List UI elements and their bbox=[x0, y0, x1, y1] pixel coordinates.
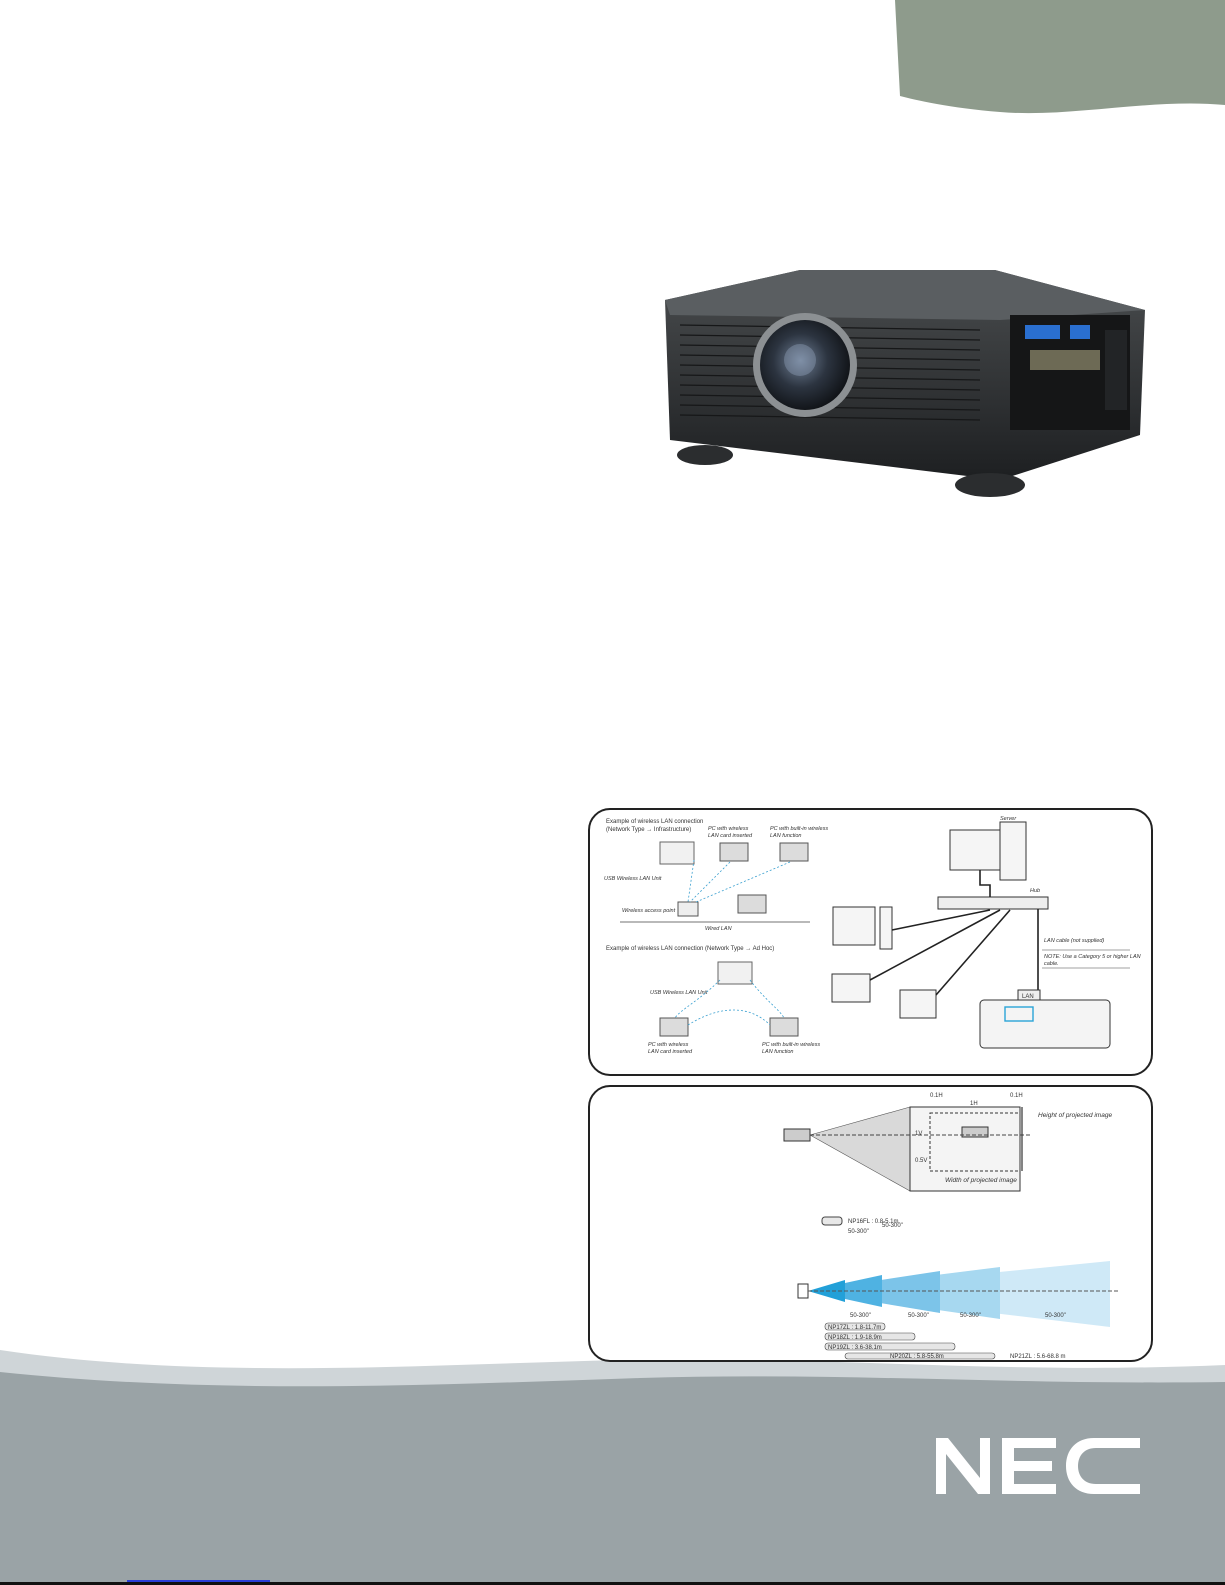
wired-laptop-2-icon bbox=[899, 989, 937, 1019]
footer-wave-background bbox=[0, 1350, 1225, 1585]
lens-np21-label: NP21ZL : 5.6-68.8 m bbox=[1010, 1354, 1065, 1360]
lens-np18-label: NP18ZL : 1.9-18.9m bbox=[828, 1335, 882, 1341]
shift-right-label: 0.1H bbox=[1010, 1093, 1023, 1099]
lens-np19-label: NP19ZL : 3.6-38.1m bbox=[828, 1345, 882, 1351]
projector-rear-icon bbox=[979, 999, 1111, 1049]
projector-image bbox=[665, 270, 1145, 497]
server-tower-icon bbox=[999, 821, 1027, 881]
hub-label: Hub bbox=[1030, 888, 1040, 894]
width-label: Width of projected image bbox=[945, 1177, 1017, 1184]
adhoc-laptop-card-icon bbox=[659, 1017, 689, 1037]
footer-rule bbox=[0, 1582, 1225, 1585]
shift-center-label: 1H bbox=[970, 1101, 978, 1107]
shift-left-label: 0.1H bbox=[930, 1093, 943, 1099]
pc-card-label-2: LAN card inserted bbox=[708, 833, 753, 839]
size-d-label: 50-300" bbox=[908, 1313, 929, 1319]
adhoc-pc-card-1: PC with wireless bbox=[648, 1042, 689, 1048]
lens-np16-label: NP16FL : 0.8-5.1m bbox=[848, 1219, 898, 1225]
note-line-2: cable. bbox=[1044, 961, 1059, 967]
wired-lan-label: Wired LAN bbox=[705, 926, 732, 932]
header-tab-shape bbox=[895, 0, 1225, 114]
laptop-wired-icon bbox=[737, 894, 767, 914]
server-monitor-icon bbox=[949, 829, 1001, 871]
size-c-label: 50-300" bbox=[850, 1313, 871, 1319]
infra-subtitle: (Network Type → Infrastructure) bbox=[606, 827, 691, 833]
wired-laptop-1-icon bbox=[831, 973, 871, 1003]
adhoc-pc-builtin-2: LAN function bbox=[762, 1049, 794, 1055]
hub-icon bbox=[937, 896, 1049, 910]
desktop-monitor-icon bbox=[832, 906, 876, 946]
lens-np20-label: NP20ZL : 5.8-55.8m bbox=[890, 1354, 944, 1360]
infra-title: Example of wireless LAN connection bbox=[606, 819, 703, 825]
adhoc-pc-builtin-1: PC with built-in wireless bbox=[762, 1042, 820, 1048]
usb-wireless-projector-icon bbox=[659, 841, 695, 865]
size-e-label: 50-300" bbox=[960, 1313, 981, 1319]
laptop-card-icon bbox=[719, 842, 749, 862]
size-a-label: 50-300" bbox=[848, 1229, 869, 1235]
lens-shift-throw-diagram-panel: 0.1H 1H 0.1H Height of projected image W… bbox=[588, 1085, 1153, 1362]
pc-card-label-1: PC with wireless bbox=[708, 826, 749, 832]
note-line-1: NOTE: Use a Category 5 or higher LAN bbox=[1044, 954, 1141, 960]
adhoc-projector-icon bbox=[717, 961, 753, 985]
lens-np17-label: NP17ZL : 1.8-11.7m bbox=[828, 1325, 881, 1331]
size-f-label: 50-300" bbox=[1045, 1313, 1066, 1319]
size-b-label: 50-300" bbox=[882, 1223, 903, 1229]
access-point-label: Wireless access point bbox=[622, 908, 676, 914]
projector-top-icon bbox=[797, 1283, 809, 1299]
lan-connection-diagram-panel: Example of wireless LAN connection (Netw… bbox=[588, 808, 1153, 1076]
usb-unit-label: USB Wireless LAN Unit bbox=[604, 876, 662, 882]
adhoc-laptop-builtin-icon bbox=[769, 1017, 799, 1037]
adhoc-title: Example of wireless LAN connection (Netw… bbox=[606, 946, 774, 952]
v05-label: 0.5V bbox=[915, 1158, 927, 1164]
access-point-icon bbox=[677, 901, 699, 917]
pc-builtin-label-1: PC with built-in wireless bbox=[770, 826, 828, 832]
lan-connection-diagram: Example of wireless LAN connection (Netw… bbox=[604, 816, 1141, 1055]
nec-logo bbox=[936, 1438, 1140, 1494]
pc-builtin-label-2: LAN function bbox=[770, 833, 802, 839]
lan-port-label: LAN bbox=[1022, 994, 1034, 1000]
height-label: Height of projected image bbox=[1038, 1112, 1112, 1119]
lens-shift-throw-diagram: 0.1H 1H 0.1H Height of projected image W… bbox=[783, 1093, 1120, 1360]
v1-label: 1V bbox=[915, 1131, 922, 1137]
adhoc-usb-label: USB Wireless LAN Unit bbox=[650, 990, 708, 996]
laptop-builtin-icon bbox=[779, 842, 809, 862]
np16-lens-icon bbox=[821, 1216, 843, 1226]
footer-link-underline[interactable] bbox=[127, 1580, 270, 1582]
projector-side-icon bbox=[783, 1128, 811, 1142]
lan-cable-label: LAN cable (not supplied) bbox=[1044, 938, 1104, 944]
server-label: Server bbox=[1000, 816, 1017, 822]
adhoc-pc-card-2: LAN card inserted bbox=[648, 1049, 693, 1055]
desktop-tower-icon bbox=[879, 906, 893, 950]
